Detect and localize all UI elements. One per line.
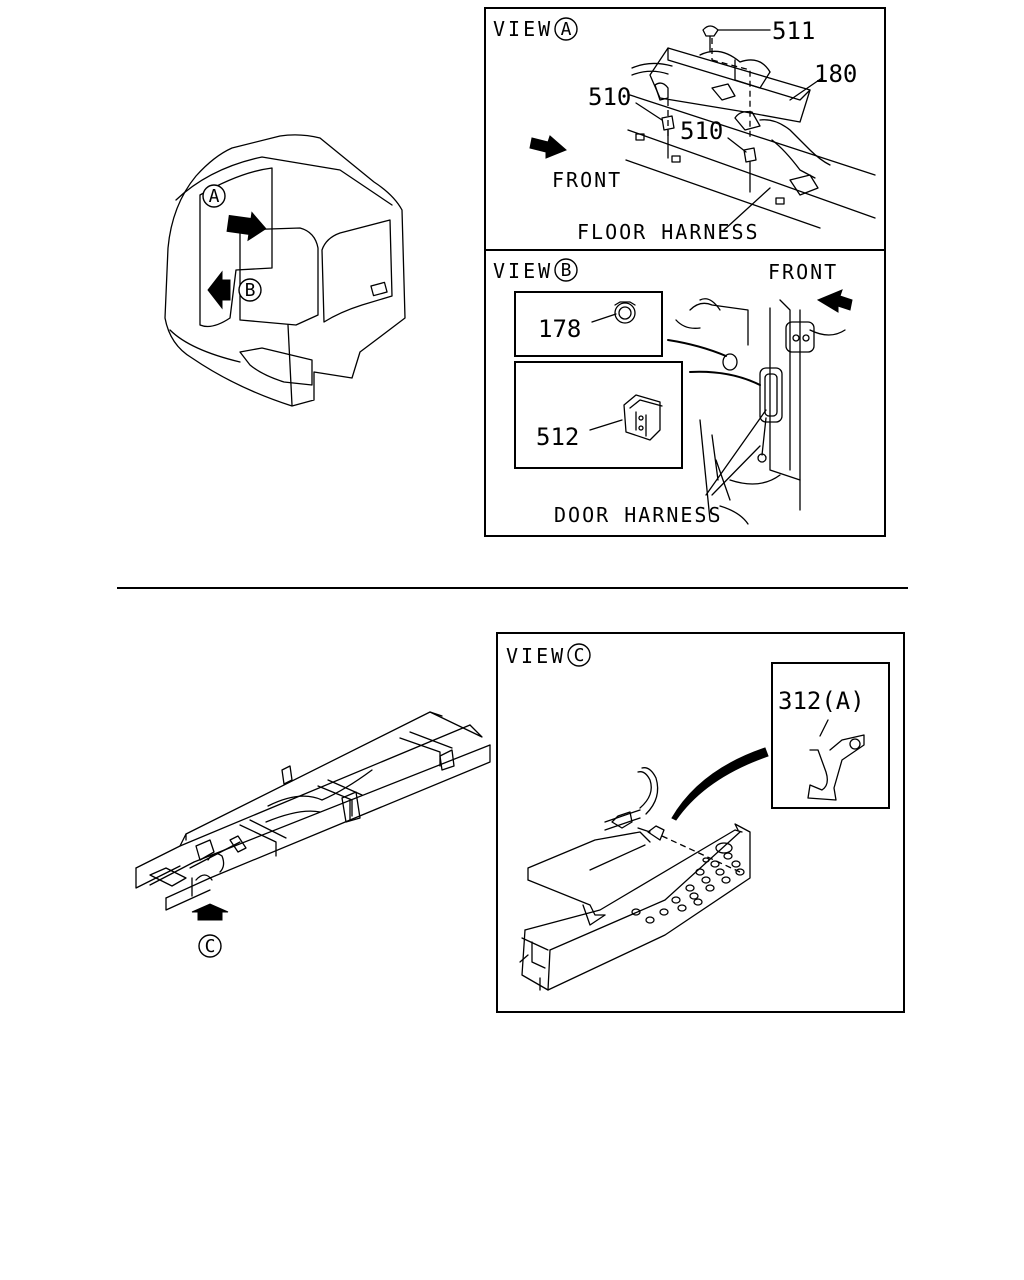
callout-510-left: 510 (588, 83, 631, 111)
cab-marker-b: B (245, 280, 256, 301)
frame-marker-c: C (205, 936, 216, 957)
view-c-panel: VIEW C 312(A) (496, 632, 905, 1013)
callout-510-right: 510 (680, 117, 723, 145)
front-arrow-icon (529, 135, 567, 159)
view-b-panel: VIEW B FRONT (484, 249, 886, 537)
callout-180: 180 (814, 60, 857, 88)
view-a-front-label: FRONT (552, 168, 622, 192)
view-b-marker: B (561, 260, 572, 281)
chassis-frame-illustration: C (135, 711, 491, 958)
part-178-label: 178 (538, 315, 581, 343)
arrow-right-icon (226, 211, 267, 242)
arrow-up-icon (191, 903, 229, 921)
callout-511: 511 (772, 17, 815, 45)
view-c-marker: C (574, 645, 585, 666)
view-a-marker: A (561, 19, 572, 40)
part-512-label: 512 (536, 423, 579, 451)
front-arrow-icon-b (816, 289, 853, 313)
cab-illustration: A B (164, 134, 406, 407)
part-312a-label: 312(A) (778, 687, 865, 715)
view-b-door-harness-label: DOOR HARNESS (554, 503, 723, 527)
cab-marker-a: A (209, 186, 220, 207)
arrow-left-icon (207, 270, 231, 310)
view-a-floor-harness-label: FLOOR HARNESS (577, 220, 760, 244)
view-c-title: VIEW (506, 644, 566, 668)
view-a-panel: VIEW A (484, 7, 886, 251)
frame-holes (631, 842, 745, 924)
view-a-title: VIEW (493, 17, 553, 41)
view-b-front-label: FRONT (768, 260, 838, 284)
view-b-title: VIEW (493, 259, 553, 283)
